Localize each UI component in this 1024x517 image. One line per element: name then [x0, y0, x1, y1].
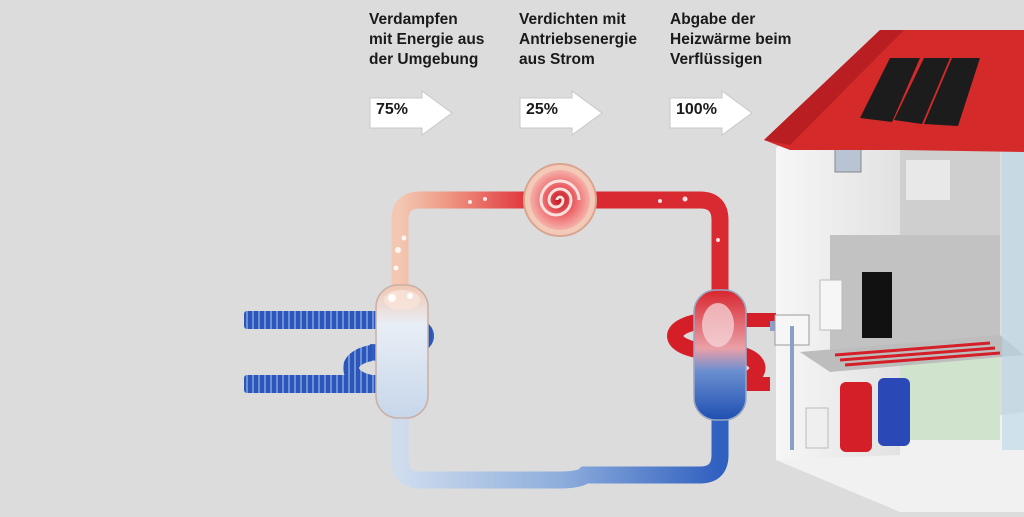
refrigerant-loop: [391, 191, 729, 489]
right-arrow-icon: [669, 90, 753, 136]
percent-compress: 25%: [526, 101, 559, 118]
condenser: [693, 289, 747, 421]
loop-bottom: [391, 410, 729, 489]
source-pipe-upper: [244, 311, 384, 329]
step-compress-line-2: Antriebsenergie: [519, 31, 638, 48]
storage-tank: [878, 378, 910, 446]
loop-top-left: [391, 191, 530, 300]
energy-arrow-condense: 100%: [668, 90, 754, 136]
refrigerant-bubbles: [393, 196, 720, 271]
right-arrow-icon: [519, 90, 603, 136]
energy-arrow-evaporate: 75%: [368, 90, 454, 136]
step-evaporate-line-2: mit Energie aus: [369, 31, 485, 48]
percent-condense: 100%: [676, 101, 717, 118]
compressor-spiral-icon: [539, 179, 581, 217]
step-condense-line-3: Verflüssigen: [670, 51, 763, 68]
hot-water-tank: [840, 382, 872, 452]
step-condense-line-2: Heizwärme beim: [670, 31, 792, 48]
step-compress-label: Verdichten mit Antriebsenergie aus Strom: [519, 10, 637, 70]
solar-panels: [860, 58, 980, 126]
step-evaporate-line-1: Verdampfen: [369, 11, 458, 28]
energy-arrow-compress: 25%: [518, 90, 604, 136]
evaporator: [375, 284, 429, 419]
step-compress-line-1: Verdichten mit: [519, 11, 626, 28]
step-condense-line-1: Abgabe der: [670, 11, 756, 28]
percent-evaporate: 75%: [376, 101, 409, 118]
step-evaporate-label: Verdampfen mit Energie aus der Umgebung: [369, 10, 484, 70]
house-illustration: [764, 30, 1024, 512]
loop-top-right: [590, 191, 729, 300]
step-evaporate-line-3: der Umgebung: [369, 51, 479, 68]
floor-heating-coils: [834, 341, 1001, 367]
step-condense-label: Abgabe der Heizwärme beim Verflüssigen: [670, 10, 791, 70]
step-compress-line-3: aus Strom: [519, 51, 595, 68]
compressor: [523, 163, 597, 237]
right-arrow-icon: [369, 90, 453, 136]
